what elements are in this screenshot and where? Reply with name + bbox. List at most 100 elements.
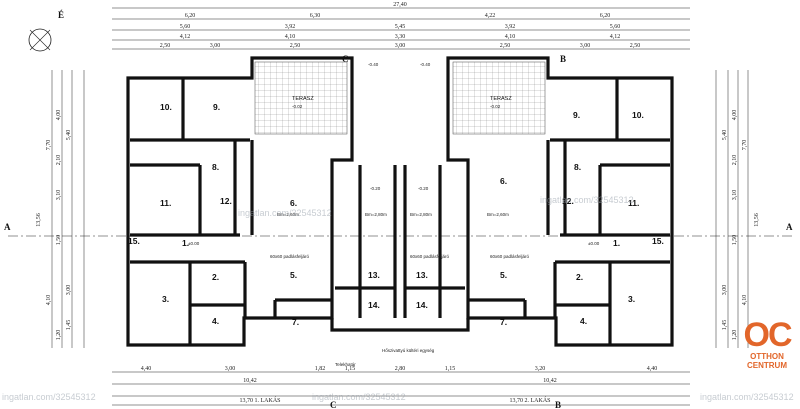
room-label: 5. [500,270,507,280]
axis-c-bottom: C [330,400,337,409]
room-label: 11. [160,198,171,208]
logo-word-1: OTTHON [750,352,784,361]
room-label: 7. [292,317,299,327]
dim-row3-1: 5,60 [180,24,191,30]
terrace-left [254,61,348,135]
room-label: 10. [632,110,644,120]
right-v-6: 1,50 [732,235,738,246]
dim-row5-2: 3,00 [210,43,221,49]
left-v-7: 4,10 [46,295,52,306]
room-label: 8. [574,162,581,172]
axis-b-bottom: B [555,400,561,409]
right-v-9: 1,45 [722,320,728,331]
ceiling-height-right: Bm=2,60m [487,212,509,217]
left-v-4: 2,10 [56,155,62,166]
room-label: 9. [213,102,220,112]
level-left: ±0.00 [188,241,200,246]
terrace-right [452,61,546,135]
ceiling-height-mid1: Bm=2,80m [365,212,387,217]
section-line-a: A A B C C B [4,54,793,409]
room-label: 9. [573,110,580,120]
room-label: 10. [160,102,172,112]
dim-row3-4: 3,92 [505,24,516,30]
north-label: É [58,10,64,20]
dim-b2-2: 10,42 [543,378,557,384]
room-label: 12. [220,196,232,206]
dim-row4-2: 4,10 [285,34,296,40]
level-mid-right: -0.20 [418,186,429,191]
dim-row5-7: 2,50 [630,43,641,49]
left-v-6: 1,50 [56,235,62,246]
room-label: 8. [212,162,219,172]
left-v-3: 5,40 [66,130,72,141]
dim-total: 27,40 [393,2,407,8]
axis-a-left: A [4,222,11,232]
rooms-left: 10. 9. 8. 11. 12. 15. 1. 2. 3. 4. 5. 6. … [128,102,380,327]
dim-b1-1: 4,40 [141,366,152,372]
dim-b1-6: 1,15 [445,366,456,372]
axis-a-right: A [786,222,793,232]
axis-b-top: B [560,54,566,64]
level-terrace-left: -0.02 [292,104,303,109]
watermark-1: ingatlan.com/32545312 [238,208,332,218]
dim-row5-3: 2,50 [290,43,301,49]
property-line-label: Telekhatár [335,362,356,367]
dim-row3-5: 5,60 [610,24,621,30]
left-dimensions: 7,70 4,00 5,40 2,10 3,10 1,50 4,10 3,00 … [36,70,85,348]
dim-b1-2: 3,00 [225,366,236,372]
otthon-centrum-logo: OC OTTHON CENTRUM [736,318,798,370]
dim-b3-2: 13,70 2. LAKÁS [509,396,550,404]
rooms-right: 9. 10. 8. 11. 12. 15. 1. 2. 3. 4. 5. 6. … [416,110,664,327]
left-total: 13,56 [36,213,42,227]
attic-access-mid: 60x60 padlásfeljáró [410,254,450,259]
dim-row5-4: 3,00 [395,43,406,49]
ceiling-height-mid2: Bm=2,80m [410,212,432,217]
level-top-left: -0.40 [368,62,379,67]
dim-row2-3: 4,22 [485,13,496,19]
room-label: 4. [580,316,587,326]
north-arrow: É [28,10,64,52]
dim-row3-3: 5,45 [395,24,406,30]
ceiling-height-left: Bm=2,60m [277,212,299,217]
logo-word-2: CENTRUM [747,361,787,370]
room-label: 11. [628,198,639,208]
watermark-3: ingatlan.com/32545312 [2,392,96,402]
watermark-5: ingatlan.com/32545312 [700,392,794,402]
dim-row4-5: 4,12 [610,34,621,40]
dim-row4-3: 3,30 [395,34,406,40]
room-label: 1. [613,238,620,248]
right-v-1: 7,70 [742,140,748,151]
dim-b1-8: 4,40 [647,366,658,372]
room-label: 7. [500,317,507,327]
room-label: 14. [416,300,428,310]
logo-mark: OC [743,316,793,354]
right-dimensions: 7,70 5,40 4,00 2,10 3,10 1,50 4,10 3,00 … [715,70,760,348]
right-v-10: 1,20 [732,330,738,341]
dim-b1-5: 2,80 [395,366,406,372]
dim-row5-5: 2,50 [500,43,511,49]
left-v-8: 3,00 [66,285,72,296]
room-label: 3. [162,294,169,304]
dim-b1-4: 1,15 [345,366,356,372]
watermark-2: ingatlan.com/32545312 [540,195,634,205]
room-label: 6. [500,176,507,186]
bottom-dimensions: 4,40 3,00 1,82 1,15 2,80 1,15 3,20 4,40 … [112,366,690,406]
dim-b2-1: 10,42 [243,378,257,384]
dim-b1-7: 3,20 [535,366,546,372]
room-label: 15. [128,236,140,246]
room-label: 2. [212,272,219,282]
dim-row2-1: 6,20 [185,13,196,19]
right-v-3: 4,00 [732,110,738,121]
level-top-right: -0.40 [420,62,431,67]
right-total: 13,56 [754,213,760,227]
room-label: 15. [652,236,664,246]
dim-row4-1: 4,12 [180,34,191,40]
top-dimensions: 27,40 6,20 6,30 4,22 6,20 5,60 3,92 5,45… [112,2,690,50]
right-v-4: 2,10 [732,155,738,166]
watermark-4: ingatlan.com/32545312 [312,392,406,402]
dim-row5-1: 2,50 [160,43,171,49]
right-v-8: 3,00 [722,285,728,296]
level-mid-left: -0.20 [370,186,381,191]
level-terrace-right: -0.02 [490,104,501,109]
